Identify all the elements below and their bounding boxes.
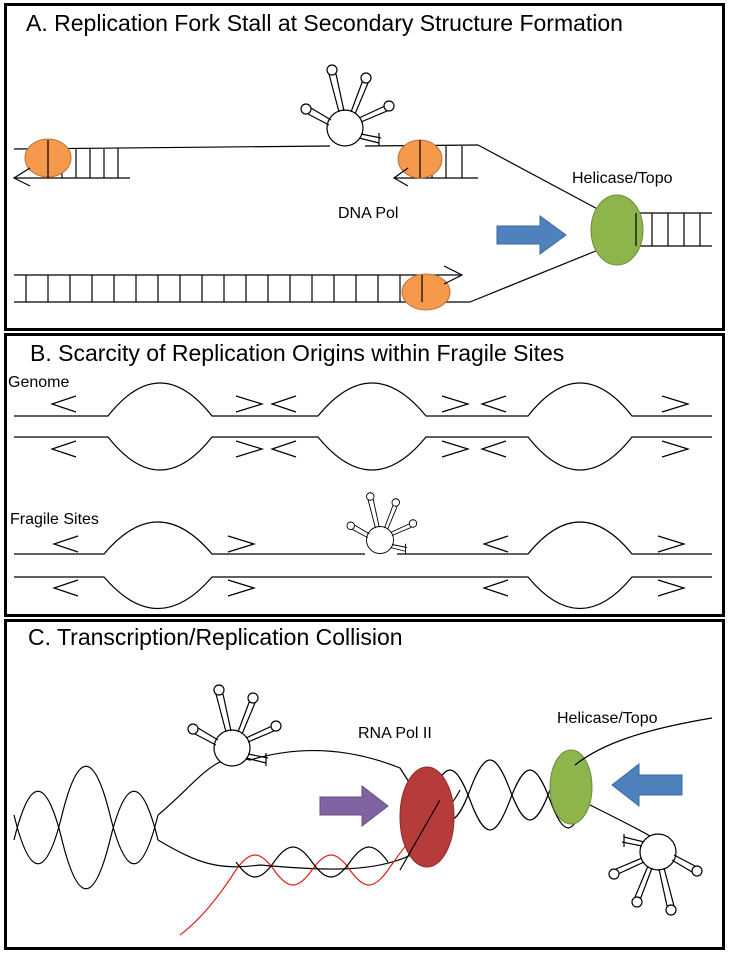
lagging-strand-fragment-right [364, 139, 479, 187]
fork-arm-top [477, 144, 606, 214]
leading-strand [14, 265, 470, 311]
helicase-topo-c [549, 749, 593, 825]
panel-c-title: C. Transcription/Replication Collision [28, 624, 403, 650]
transcription-direction-arrow-icon [319, 784, 389, 828]
panel-transcription-collision [4, 619, 725, 950]
arrow-right-icon [443, 265, 464, 285]
helicase-label-a: Helicase/Topo [572, 170, 673, 187]
rna-pol-label: RNA Pol II [358, 725, 432, 742]
dna-pol-label: DNA Pol [338, 205, 398, 222]
hairpin-secondary-structure-icon [187, 684, 282, 767]
template-helix [235, 846, 389, 878]
hairpin-secondary-structure-icon [346, 492, 418, 554]
hairpin-secondary-structure-icon [300, 64, 395, 147]
arrow-left-icon [392, 167, 409, 187]
helicase-label-c: Helicase/Topo [557, 710, 658, 727]
bubble-bottom-strand [157, 839, 421, 870]
lagging-strand-fragment-left [12, 138, 331, 187]
genome-duplex [14, 382, 712, 471]
left-double-helix [13, 765, 159, 890]
rna-dna-hybrid [235, 854, 389, 886]
middle-helix [429, 769, 591, 831]
fork-direction-arrow-icon [496, 215, 567, 255]
genome-label: Genome [8, 374, 69, 391]
panel-a-title: A. Replication Fork Stall at Secondary S… [26, 10, 623, 36]
hairpin-secondary-structure-icon [608, 833, 703, 916]
panel-b-title: B. Scarcity of Replication Origins withi… [30, 340, 564, 366]
helicase-topo-a [590, 194, 712, 266]
fork-strand-top [574, 717, 713, 766]
arrow-left-icon [12, 167, 31, 187]
fork-arm-bottom [469, 245, 609, 303]
rna-transcript-tail [179, 869, 237, 936]
fork-direction-arrow-icon [611, 762, 683, 808]
fragile-sites-label: Fragile Sites [10, 511, 99, 528]
rna-polymerase-ii [399, 766, 455, 868]
dna-polymerase-leading [401, 273, 451, 311]
panel-replication-fork-stall [4, 3, 725, 331]
panel-origin-scarcity [4, 333, 725, 617]
fragile-site-duplex [14, 521, 712, 610]
